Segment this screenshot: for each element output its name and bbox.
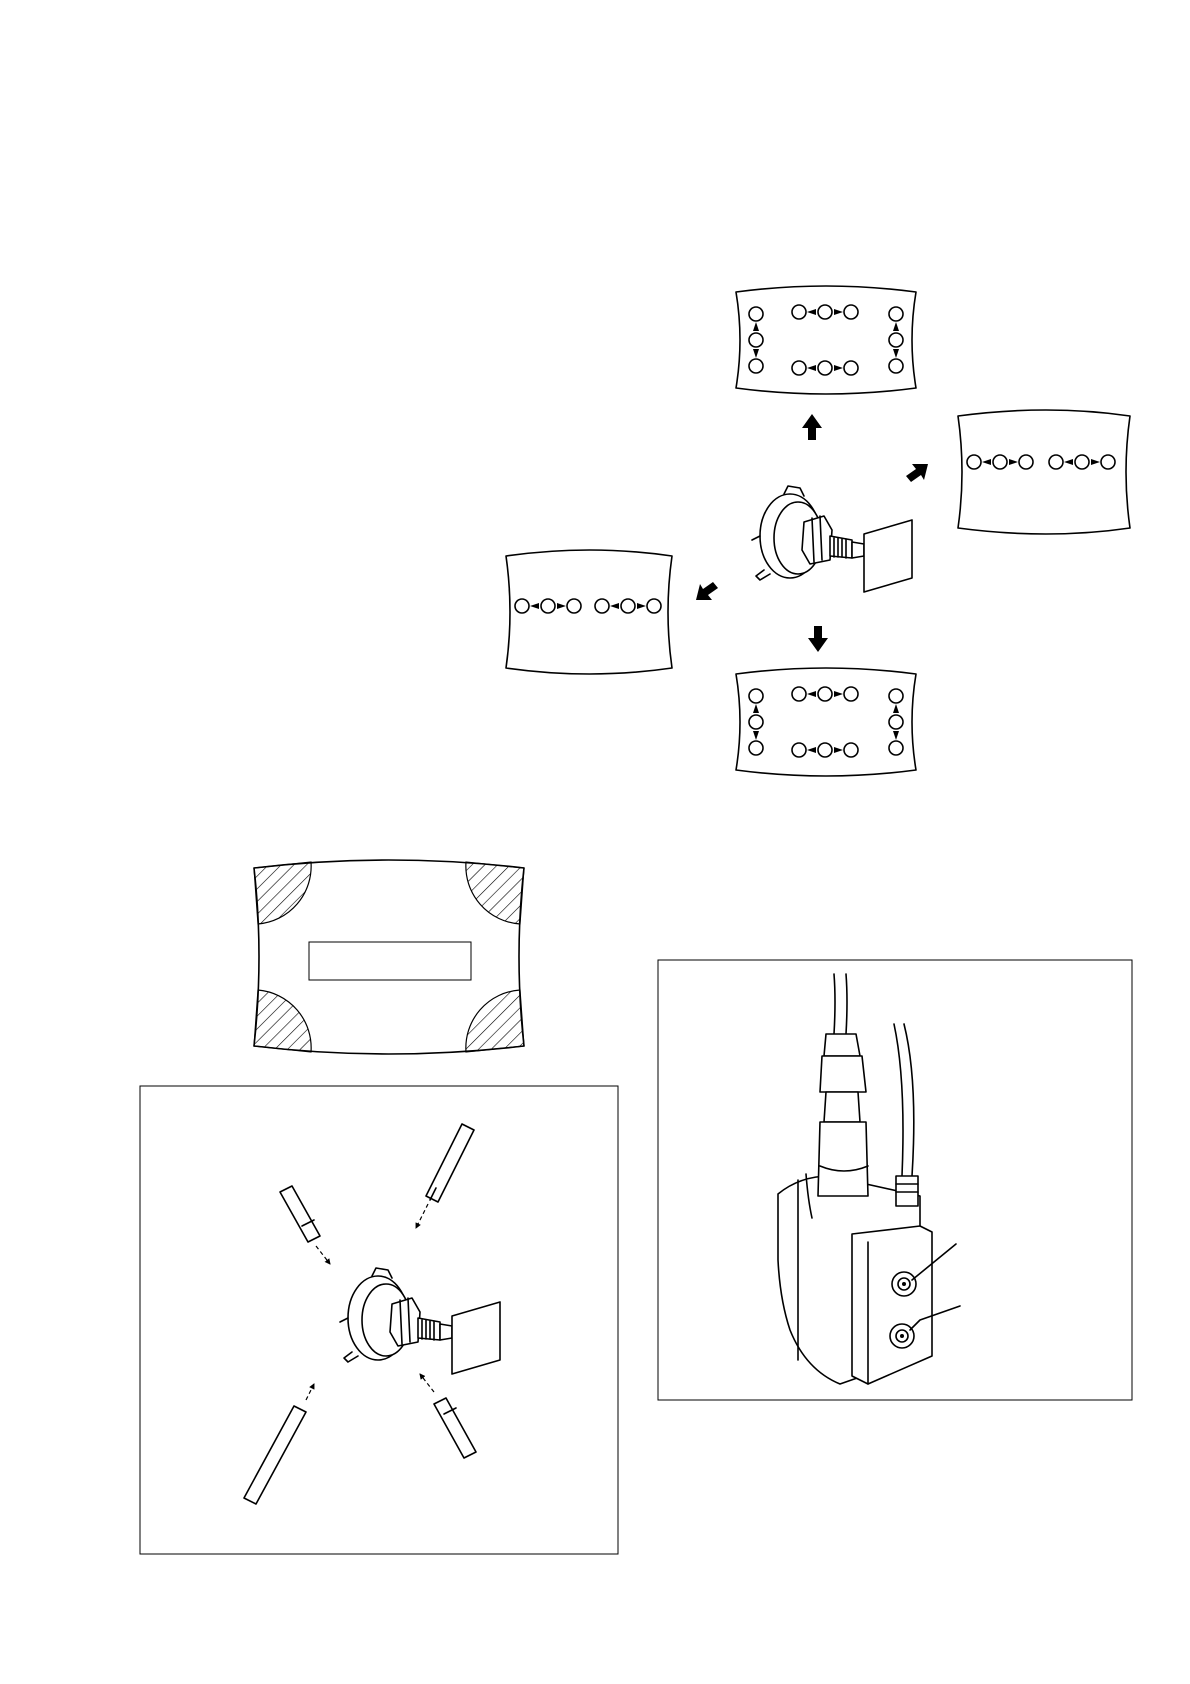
arrow-down-left-icon <box>696 582 718 600</box>
screen-corner-figure <box>254 860 524 1054</box>
arrow-up-right-icon <box>906 464 928 482</box>
focus-knob-upper <box>892 1272 916 1296</box>
arrow-down-icon <box>808 626 828 652</box>
convergence-figure <box>506 286 1130 776</box>
screen-left <box>506 550 672 674</box>
screen-right <box>958 410 1130 534</box>
screen-knob-lower <box>890 1324 914 1348</box>
center-rectangle <box>309 942 471 980</box>
magnet-adjustment-figure <box>140 1086 618 1554</box>
pointer-top-left <box>280 1186 330 1264</box>
flyback-detail-figure <box>658 960 1132 1400</box>
yoke-assembly-center <box>752 486 912 592</box>
hatched-corner-tl <box>254 862 311 924</box>
screen-down <box>736 668 916 776</box>
arrow-up-icon <box>802 414 822 440</box>
yoke-assembly-adjust <box>340 1268 500 1374</box>
hatched-corner-br <box>466 990 524 1052</box>
pointer-top-right <box>416 1124 474 1228</box>
pointer-bottom-left <box>244 1384 314 1504</box>
pointer-bottom-right <box>420 1374 476 1458</box>
hatched-corner-tr <box>466 862 524 924</box>
screen-up <box>736 286 916 394</box>
hatched-corner-bl <box>254 990 311 1052</box>
